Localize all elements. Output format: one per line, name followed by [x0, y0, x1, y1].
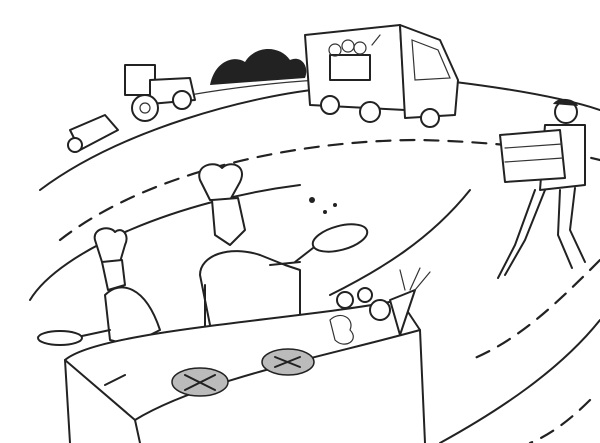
road	[29, 81, 600, 443]
vegetables	[329, 267, 431, 345]
delivery-man	[497, 98, 586, 279]
assistant-chef	[37, 227, 161, 346]
delivery-truck	[304, 24, 459, 128]
kitchen-counter	[64, 299, 426, 443]
tractor	[67, 64, 196, 153]
bushes	[189, 48, 321, 96]
frying-pan	[294, 197, 369, 263]
vegetable-crate-logo	[328, 34, 381, 81]
